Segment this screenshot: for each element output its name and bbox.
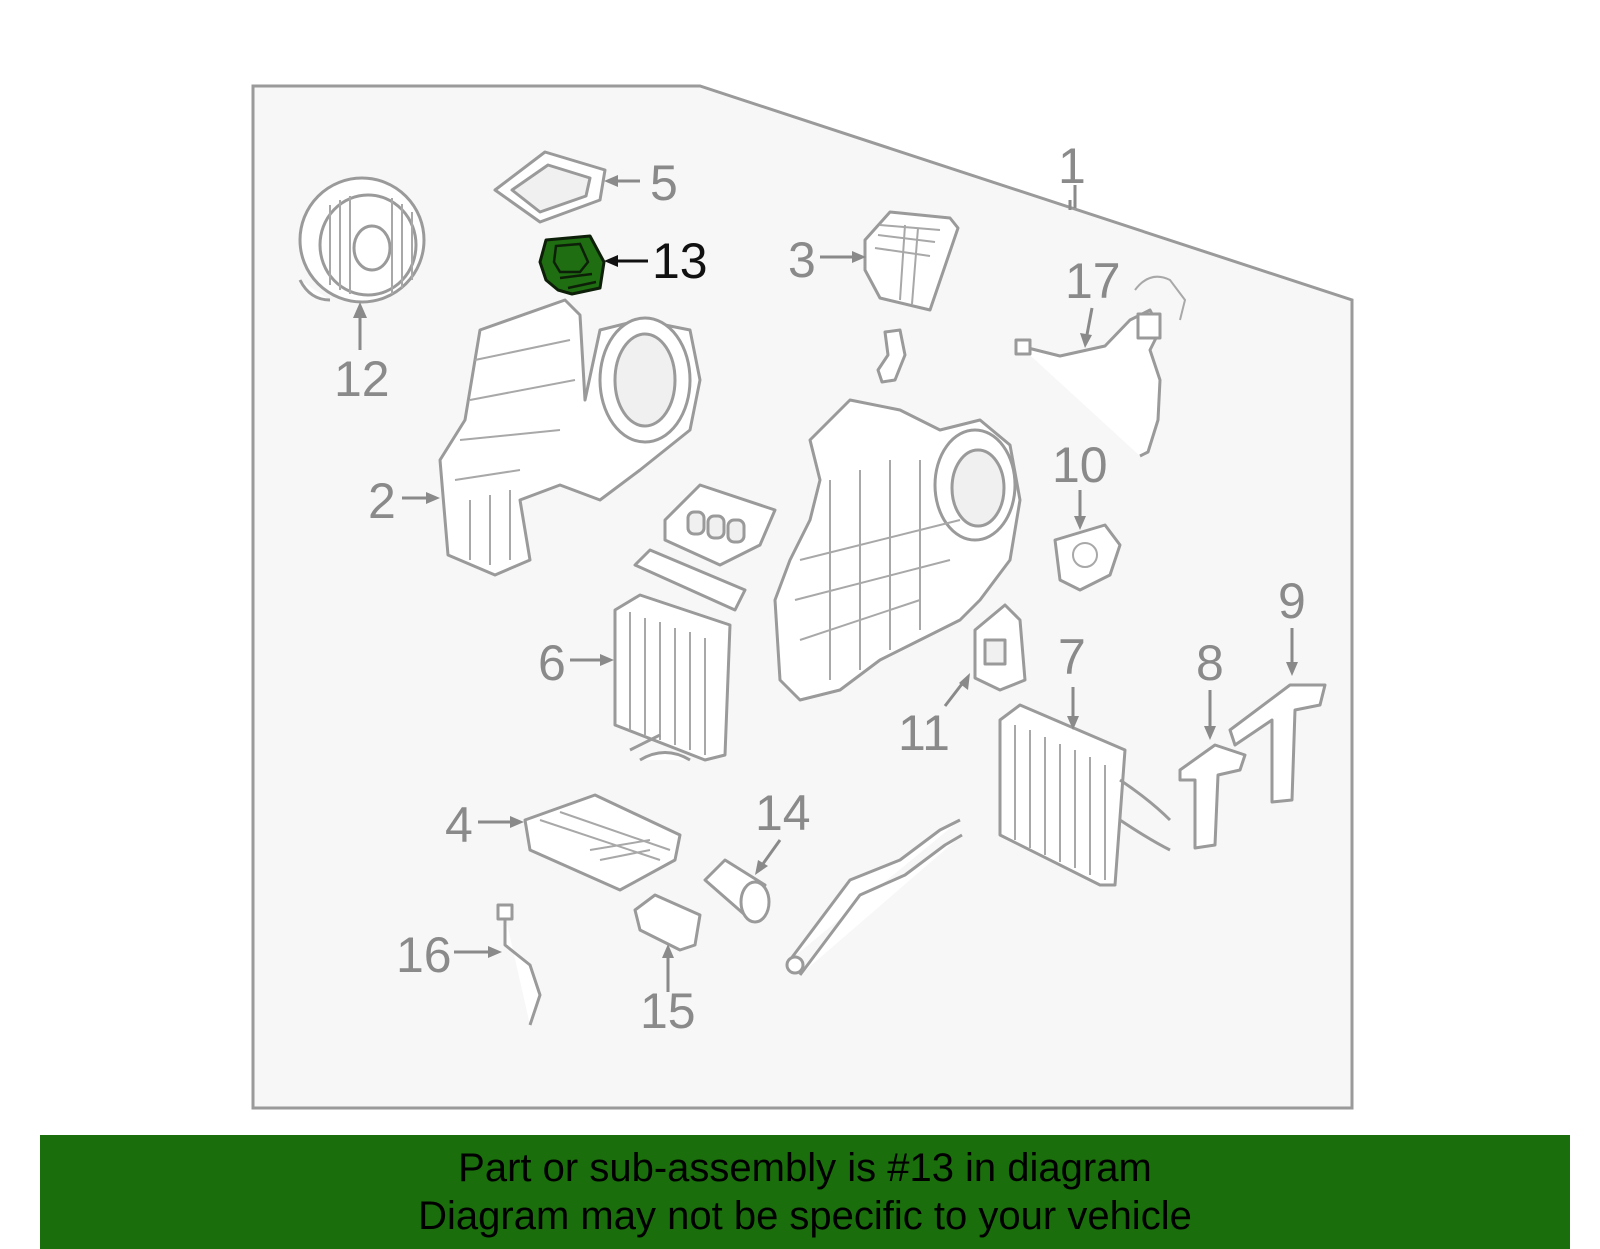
part-7-heater-core[interactable] [998, 687, 1172, 887]
part-2-housing-left[interactable] [402, 298, 702, 577]
part-1-main-housing[interactable] [773, 200, 1072, 702]
callout-16: 16 [396, 927, 452, 983]
part-4-tray[interactable] [478, 793, 682, 892]
part-13-highlighted[interactable] [538, 234, 648, 296]
banner-line-disclaimer: Diagram may not be specific to your vehi… [418, 1194, 1192, 1238]
callout-2: 2 [368, 473, 396, 529]
callout-3: 3 [788, 232, 816, 288]
callout-17: 17 [1065, 253, 1121, 309]
callout-10: 10 [1052, 437, 1108, 493]
banner-line-part-number: Part or sub-assembly is #13 in diagram [458, 1146, 1152, 1190]
info-banner: Part or sub-assembly is #13 in diagram D… [40, 1135, 1570, 1249]
callout-9: 9 [1278, 573, 1306, 629]
part-10-actuator[interactable] [1053, 490, 1122, 592]
small-bracket [876, 328, 907, 384]
part-17-wiring-harness[interactable] [1014, 275, 1187, 458]
callout-15: 15 [640, 983, 696, 1039]
callout-5: 5 [650, 155, 678, 211]
part-15-block[interactable] [633, 893, 702, 992]
part-3-housing-piece[interactable] [820, 210, 960, 312]
drain-duct [785, 818, 963, 976]
part-5-filter-frame[interactable] [493, 150, 640, 224]
part-14-cylinder[interactable] [703, 839, 782, 924]
part-11-actuator[interactable] [943, 603, 1027, 707]
part-12-blower-motor[interactable] [298, 176, 426, 350]
callout-6: 6 [538, 635, 566, 691]
part-9-pipe[interactable] [1228, 628, 1327, 804]
parts-diagram: 1 2 3 4 5 6 7 8 9 10 11 12 13 14 15 16 1… [251, 84, 1354, 1110]
part-16-tube[interactable] [454, 903, 542, 1026]
callout-13: 13 [652, 233, 708, 289]
callout-11: 11 [898, 705, 950, 761]
part-8-pipe[interactable] [1178, 690, 1247, 850]
gasket-pieces [633, 483, 777, 612]
callout-7: 7 [1058, 629, 1086, 685]
callout-14: 14 [755, 785, 811, 841]
part-6-evaporator[interactable] [570, 593, 732, 762]
callout-1: 1 [1058, 138, 1086, 194]
callout-8: 8 [1196, 635, 1224, 691]
callout-4: 4 [445, 797, 473, 853]
callout-12: 12 [334, 351, 390, 407]
